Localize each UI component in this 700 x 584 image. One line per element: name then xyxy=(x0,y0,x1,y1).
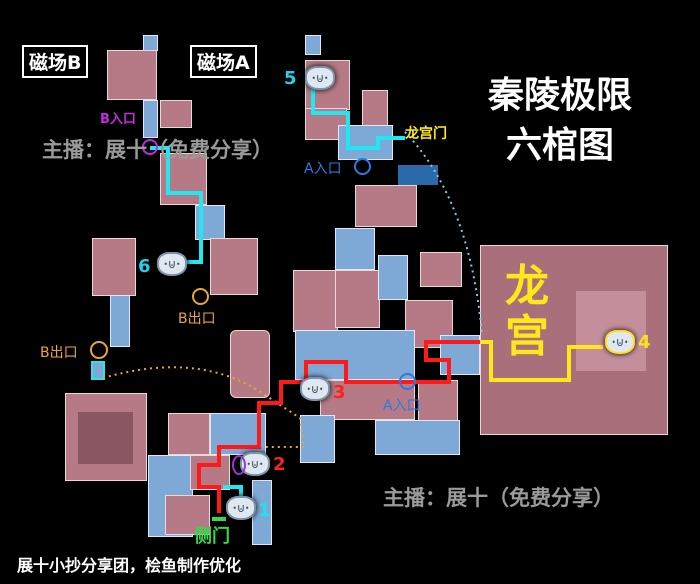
corridor xyxy=(143,100,158,138)
a-entrance-marker xyxy=(399,373,416,390)
dragon-palace-label: 龙宫 xyxy=(505,261,549,362)
b-entrance-label: B入口 xyxy=(100,112,136,127)
watermark-top: 主播：展十（免费分享） xyxy=(42,138,273,162)
route-6 xyxy=(150,146,203,264)
a-entrance-label: A入口 xyxy=(304,161,342,177)
coffin-number: 1 xyxy=(258,500,271,521)
coffin-icon: ꞏ⊍ꞏ xyxy=(300,377,330,401)
title-line2: 六棺图 xyxy=(506,125,615,166)
corridor xyxy=(398,165,438,185)
a-entrance-marker xyxy=(354,158,371,175)
field-a-label: 磁场A xyxy=(190,45,257,78)
corridor xyxy=(91,361,105,380)
b-exit-marker xyxy=(192,288,209,305)
corridor xyxy=(300,415,335,463)
room xyxy=(168,413,210,455)
a-entrance-label: A入口 xyxy=(383,398,421,414)
room xyxy=(165,495,210,535)
room xyxy=(65,393,147,481)
coffin-icon: ꞏ⊍ꞏ xyxy=(305,66,335,90)
room xyxy=(107,50,157,100)
b-exit-label: B出口 xyxy=(178,311,216,327)
room xyxy=(355,185,417,227)
route-5 xyxy=(311,88,405,150)
coffin-number: 5 xyxy=(284,68,297,89)
b-exit-label: B出口 xyxy=(40,345,78,361)
corridor xyxy=(375,420,460,455)
orange-dotted-path xyxy=(102,366,306,448)
room xyxy=(210,238,258,295)
side-door-label: 侧门 xyxy=(194,526,230,547)
field-b-label: 磁场B xyxy=(22,45,89,78)
coffin-number: 2 xyxy=(273,454,286,475)
route-yellow xyxy=(480,340,603,382)
b-exit-marker xyxy=(90,341,108,359)
room xyxy=(335,270,380,328)
coffin-icon: ꞏ⊍ꞏ xyxy=(240,452,270,476)
corridor xyxy=(305,35,321,55)
coffin-icon: ꞏ⊍ꞏ xyxy=(226,496,256,520)
b-entrance-marker xyxy=(142,139,158,155)
coffin-number: 4 xyxy=(638,332,651,353)
side-door-marker xyxy=(212,517,226,521)
coffin-icon: ꞏ⊍ꞏ xyxy=(605,330,635,354)
corridor xyxy=(378,255,408,300)
watermark-bottom: 主播：展十（免费分享） xyxy=(383,486,614,510)
coffin-number: 6 xyxy=(138,256,151,277)
title-line1: 秦陵极限 xyxy=(488,75,633,116)
room xyxy=(190,455,230,490)
corridor xyxy=(110,295,130,347)
coffin-icon: ꞏ⊍ꞏ xyxy=(157,252,187,276)
credit-text: 展十小抄分享团，桧鱼制作优化 xyxy=(17,556,242,575)
room xyxy=(420,252,462,287)
cyan-dotted-path xyxy=(404,131,483,336)
corridor xyxy=(295,330,415,380)
purple-marker xyxy=(232,455,246,475)
dragon-gate-label: 龙宫门 xyxy=(405,126,447,142)
room xyxy=(160,100,192,128)
route-red xyxy=(197,340,480,513)
corridor xyxy=(335,228,375,270)
room xyxy=(92,238,136,296)
route-cyan-1 xyxy=(223,485,243,500)
coffin-number: 3 xyxy=(333,382,346,403)
